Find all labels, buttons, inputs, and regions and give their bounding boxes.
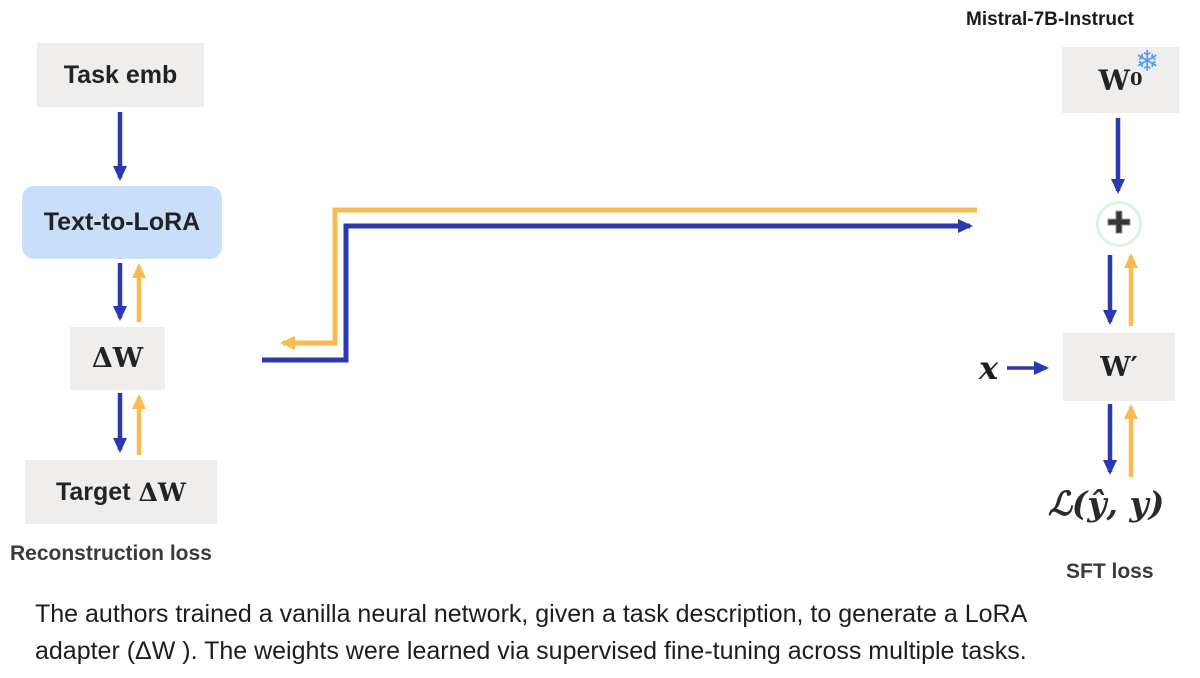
w-prime-merged-weights-box: W′ [1063,333,1175,401]
text-to-lora-label: Text-to-LoRA [43,208,201,236]
delta-w-label: ΔW [91,343,144,374]
figure-caption: The authors trained a vanilla neural net… [35,596,1027,670]
arrow-long-backward [280,207,977,350]
target-label: Target [55,477,131,506]
w-prime-label: W′ [1100,351,1138,383]
input-x-label: x [979,349,999,387]
plus-icon: ✚ [1106,206,1132,241]
sft-loss-math: ℒ(ŷ, y) [1048,484,1165,523]
text-to-lora-box: Text-to-LoRA [22,186,222,259]
task-embedding-box: Task emb [37,43,204,107]
caption-line-2: adapter (ΔW ). The weights were learned … [35,637,1027,665]
w0-label: W [1098,63,1130,97]
target-delta-w-label: ΔW [138,477,187,507]
snowflake-icon: ❄ [1135,44,1160,78]
add-operator-circle: ✚ [1096,201,1142,247]
target-delta-w-box: Target ΔW [25,460,217,524]
sft-loss-label: SFT loss [1066,560,1154,583]
arrow-long-forward [262,219,973,363]
delta-w-box: ΔW [70,327,165,390]
reconstruction-loss-label: Reconstruction loss [10,542,212,565]
caption-line-1: The authors trained a vanilla neural net… [35,600,1028,628]
model-title: Mistral-7B-Instruct [966,9,1134,30]
task-embedding-label: Task emb [63,60,178,89]
